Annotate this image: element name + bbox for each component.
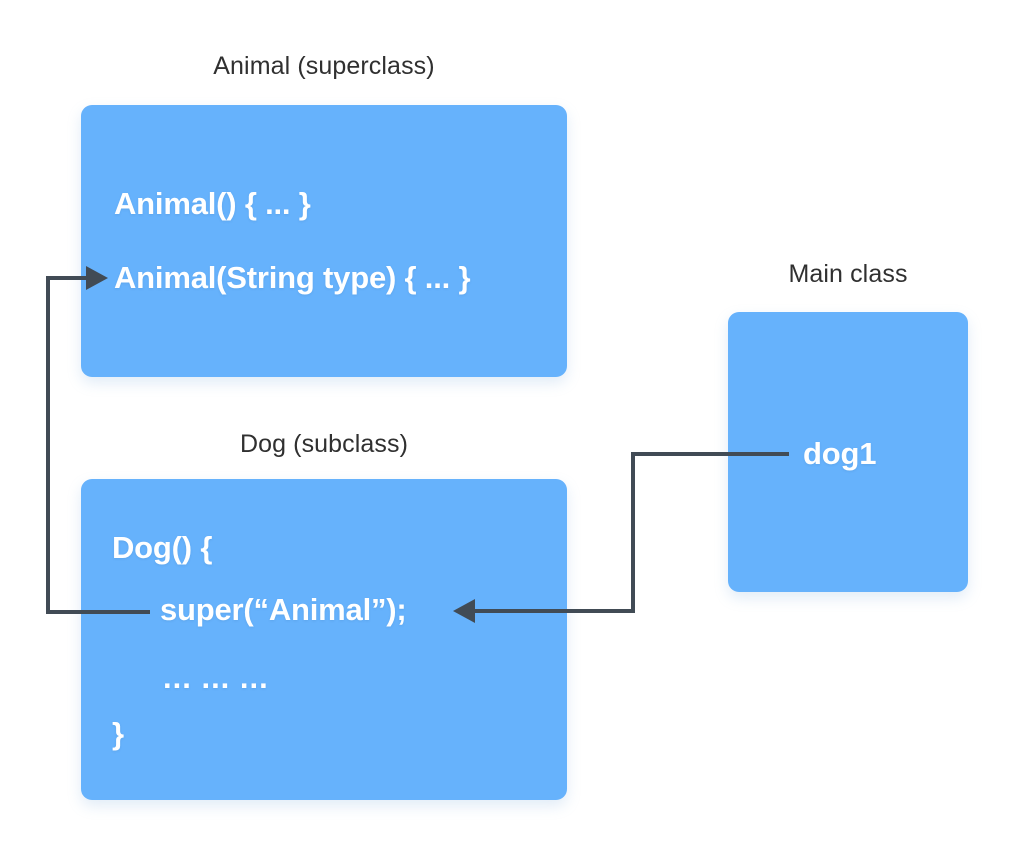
dog-ellipsis-line: ... ... ... (163, 660, 269, 695)
subclass-caption: Dog (subclass) (239, 430, 409, 458)
dog1-object-label: dog1 (803, 436, 877, 471)
subclass-box-dog (81, 479, 567, 800)
dog-constructor-close-line: } (112, 716, 124, 751)
superclass-box-animal (81, 105, 567, 377)
animal-default-constructor-line: Animal() { ... } (114, 186, 311, 221)
animal-parameterized-constructor-line: Animal(String type) { ... } (114, 260, 471, 295)
dog-super-call-line: super(“Animal”); (160, 592, 407, 627)
mainclass-caption: Main class (788, 260, 908, 288)
superclass-caption: Animal (superclass) (213, 52, 435, 80)
dog-constructor-open-line: Dog() { (112, 530, 213, 565)
